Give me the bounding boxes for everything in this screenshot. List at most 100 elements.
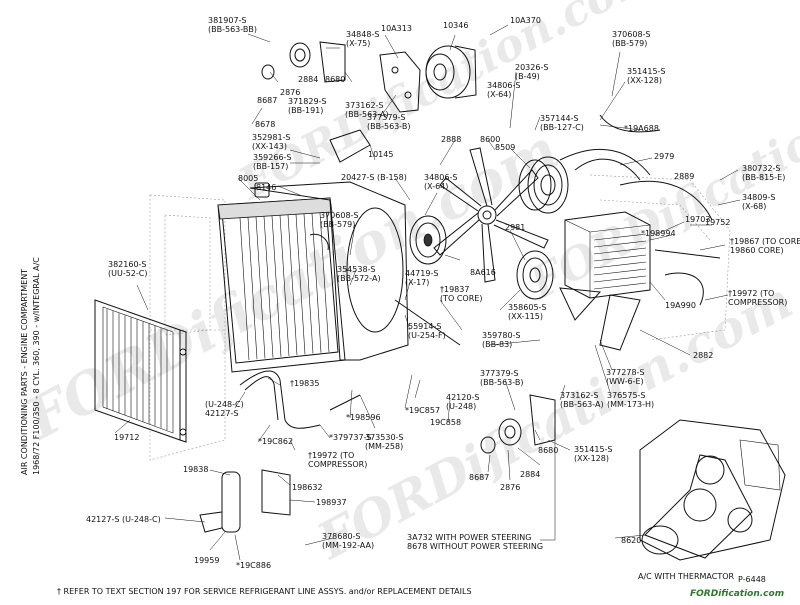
callout-label-376575: 376575-S(MM-173-H)	[607, 391, 654, 409]
callout-line: 8687	[257, 96, 277, 105]
callout-line: 34809-S	[742, 193, 775, 202]
callout-line: (UU-52-C)	[108, 269, 148, 278]
callout-line: 8A616	[470, 268, 496, 277]
callout-line: 19712	[114, 433, 139, 442]
callout-label-198994: *198994	[641, 229, 676, 238]
callout-label-55914: 55914-S(U-254-F)	[408, 322, 446, 340]
callout-line: (BB-563-BB)	[208, 25, 257, 34]
callout-label-373162a: 373162-S(BB-563-A)	[345, 101, 389, 119]
callout-line: (BB-579)	[320, 220, 355, 229]
callout-line: (BB-572-A)	[337, 274, 381, 283]
callout-line: (BB-191)	[288, 106, 323, 115]
callout-line: 8146	[256, 183, 276, 192]
callout-label-34806b: 34806-S(X-64)	[424, 173, 457, 191]
callout-line: (X-17)	[405, 278, 429, 287]
callout-line: (X-68)	[742, 202, 766, 211]
callout-line: †19837	[440, 285, 469, 294]
callout-label-370608b: 370608-S(BB-579)	[320, 211, 359, 229]
callout-label-351415b: 351415-S(XX-128)	[574, 445, 613, 463]
callout-label-2979: 2979	[654, 152, 674, 161]
callout-label-8146: 8146	[256, 183, 276, 192]
callout-line: 20427-S (B-158)	[341, 173, 407, 182]
callout-line: 42127-S	[205, 409, 238, 418]
callout-label-2884b: 2884	[520, 470, 540, 479]
callout-line: 10A313	[381, 24, 412, 33]
callout-line: (WW-6-E)	[606, 377, 644, 386]
callout-label-34848: 34848-S(X-75)	[346, 30, 379, 48]
callout-line: (U-248-C)	[205, 400, 244, 409]
callout-line: 382160-S	[108, 260, 147, 269]
callout-label-10346: 10346	[443, 21, 468, 30]
footnote: † REFER TO TEXT SECTION 197 FOR SERVICE …	[57, 587, 472, 596]
callout-label-371829: 371829-S(BB-191)	[288, 97, 327, 115]
callout-label-19959: 19959	[194, 556, 219, 565]
callout-line: 44719-S	[405, 269, 438, 278]
callout-label-2876a: 2876	[280, 88, 300, 97]
callout-label-19A990: 19A990	[665, 301, 696, 310]
callout-label-8600: 8600	[480, 135, 500, 144]
callout-line: 20326-S	[515, 63, 548, 72]
callout-line: 8600	[480, 135, 500, 144]
callout-label-379737: *379737-S	[329, 433, 372, 442]
callout-label-377379a: 377379-S(BB-563-B)	[367, 113, 410, 131]
callout-line: (XX-115)	[508, 312, 543, 321]
callout-line: (BB-579)	[612, 39, 647, 48]
brand-corner: FORDification.com	[690, 589, 784, 599]
refrigerant-lines	[239, 114, 721, 429]
callout-label-2981: 2981	[505, 223, 525, 232]
callout-line: COMPRESSOR)	[308, 460, 367, 469]
fin-line	[255, 216, 266, 359]
callout-line: 352981-S	[252, 133, 291, 142]
callout-line: (U-248)	[446, 402, 476, 411]
fin-line	[593, 254, 647, 262]
callout-line: 42127-S (U-248-C)	[86, 515, 161, 524]
callout-line: 378680-S	[322, 532, 361, 541]
callout-line: *19C862	[258, 437, 293, 446]
callout-line: 377379-S	[480, 369, 519, 378]
callout-line: *198994	[641, 229, 676, 238]
callout-line: *19C886	[236, 561, 271, 570]
callout-line: 55914-S	[408, 322, 441, 331]
callout-line: 359266-S	[253, 153, 292, 162]
inset-caption: A/C WITH THERMACTOR	[638, 572, 735, 581]
callout-line: (B-49)	[515, 72, 540, 81]
title-line-2: 1968/72 F100/350 - 8 CYL. 360, 390 - w/I…	[32, 257, 41, 475]
callout-label-10145: 10145	[368, 150, 393, 159]
callout-line: 373530-S	[365, 433, 404, 442]
callout-line: 19C858	[430, 418, 461, 427]
idler-pulley-upper	[261, 41, 346, 83]
callout-label-2884a: 2884	[298, 75, 318, 84]
callout-label-10A313: 10A313	[381, 24, 412, 33]
callout-label-20326: 20326-S(B-49)	[515, 63, 548, 81]
callout-line: 380732-S	[742, 164, 781, 173]
callout-label-382160: 382160-S(UU-52-C)	[108, 260, 148, 278]
callout-line: †19972 (TO	[308, 451, 354, 460]
title-line-1: AIR CONDITIONING PARTS - ENGINE COMPARTM…	[20, 269, 29, 475]
figure-id: P-6448	[738, 575, 766, 584]
callout-label-19C858: 19C858	[430, 418, 461, 427]
callout-line: (MM-173-H)	[607, 400, 654, 409]
callout-line: 377379-S	[367, 113, 406, 122]
callout-label-352981: 352981-S(XX-143)	[252, 133, 291, 151]
bracket-10A313	[379, 51, 421, 113]
callout-line: 3A732 WITH POWER STEERING	[407, 533, 531, 542]
callout-line: 8509	[495, 143, 515, 152]
callout-label-20427: 20427-S (B-158)	[341, 173, 407, 182]
callout-label-357144: 357144-S(BB-127-C)	[540, 114, 584, 132]
callout-line: 358605-S	[508, 303, 547, 312]
callout-line: 377278-S	[606, 368, 645, 377]
callout-line: 2888	[441, 135, 461, 144]
callout-line: 19860 CORE)	[730, 246, 784, 255]
callout-line: *379737-S	[329, 433, 372, 442]
compressor-2882	[559, 211, 651, 351]
condenser-19712	[94, 299, 187, 443]
fin-line	[287, 214, 298, 356]
callout-label-2882: 2882	[693, 351, 713, 360]
callout-line: (TO CORE)	[440, 294, 482, 303]
fin-line	[593, 261, 647, 269]
inset-thermactor	[639, 419, 786, 561]
callout-line: *198596	[346, 413, 381, 422]
